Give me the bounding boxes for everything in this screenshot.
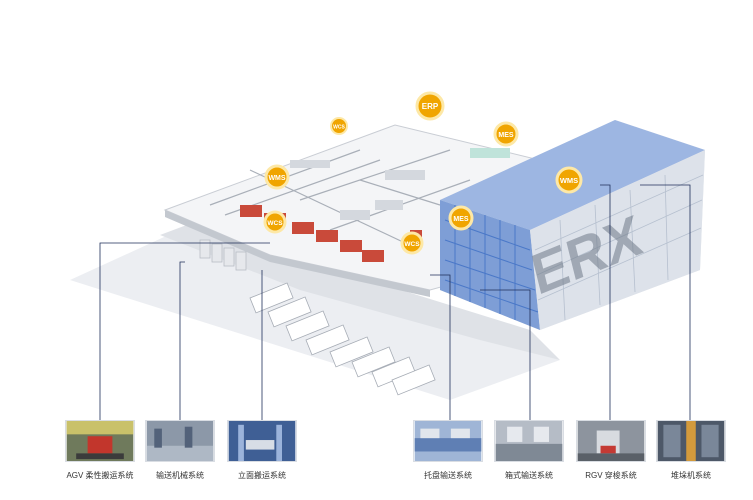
badge-wcs-left: WCS [263,210,287,234]
rgv-icon [577,421,645,461]
badge-wcs-center: WCS [400,231,424,255]
svg-text:WCS: WCS [333,125,345,131]
caption-conveyor: 输送机械系统 [156,471,204,480]
thumbnail-stacker [656,420,726,462]
stacker-icon [657,421,725,461]
svg-text:MES: MES [498,132,514,139]
connector-lines [99,184,691,420]
caption-agv: AGV 柔性搬运系统 [66,471,134,480]
svg-text:ERP: ERP [422,102,439,111]
thumbnail-conveyor [145,420,215,462]
thumbnail-pallet-conveyor [413,420,483,462]
caption-rgv: RGV 穿梭系统 [585,471,637,480]
badge-erp: ERP [415,91,445,121]
thumbnail-lift [227,420,297,462]
svg-text:MES: MES [453,216,469,223]
badge-mes-center: MES [448,205,474,231]
platform-edge [165,210,430,297]
caption-stacker: 堆垛机系统 [671,471,711,480]
thumbnail-rgv [576,420,646,462]
thumbnail-agv [65,420,135,462]
svg-text:WMS: WMS [560,176,578,185]
badge-wms-left: WMS [264,164,290,190]
pallet-conveyor-icon [414,421,482,461]
caption-lift: 立面搬运系统 [238,471,286,480]
caption-box-conveyor: 箱式输送系统 [505,471,553,480]
badge-wcs-top: WCS [330,117,348,135]
storage-tanks [199,239,247,271]
svg-text:WMS: WMS [268,175,285,182]
svg-text:WCS: WCS [404,241,420,248]
badge-mes-top: MES [493,121,519,147]
thumbnail-box-conveyor [494,420,564,462]
high-bay-rack [440,120,705,330]
trucks [249,282,436,396]
svg-text:WCS: WCS [267,220,283,227]
agv-icon [66,421,134,461]
badge-wms-right: WMS [555,166,583,194]
lift-icon [228,421,296,461]
caption-pallet-conveyor: 托盘输送系统 [424,471,472,480]
box-conveyor-icon [495,421,563,461]
workstations [290,148,510,220]
conveyor-icon [146,421,214,461]
